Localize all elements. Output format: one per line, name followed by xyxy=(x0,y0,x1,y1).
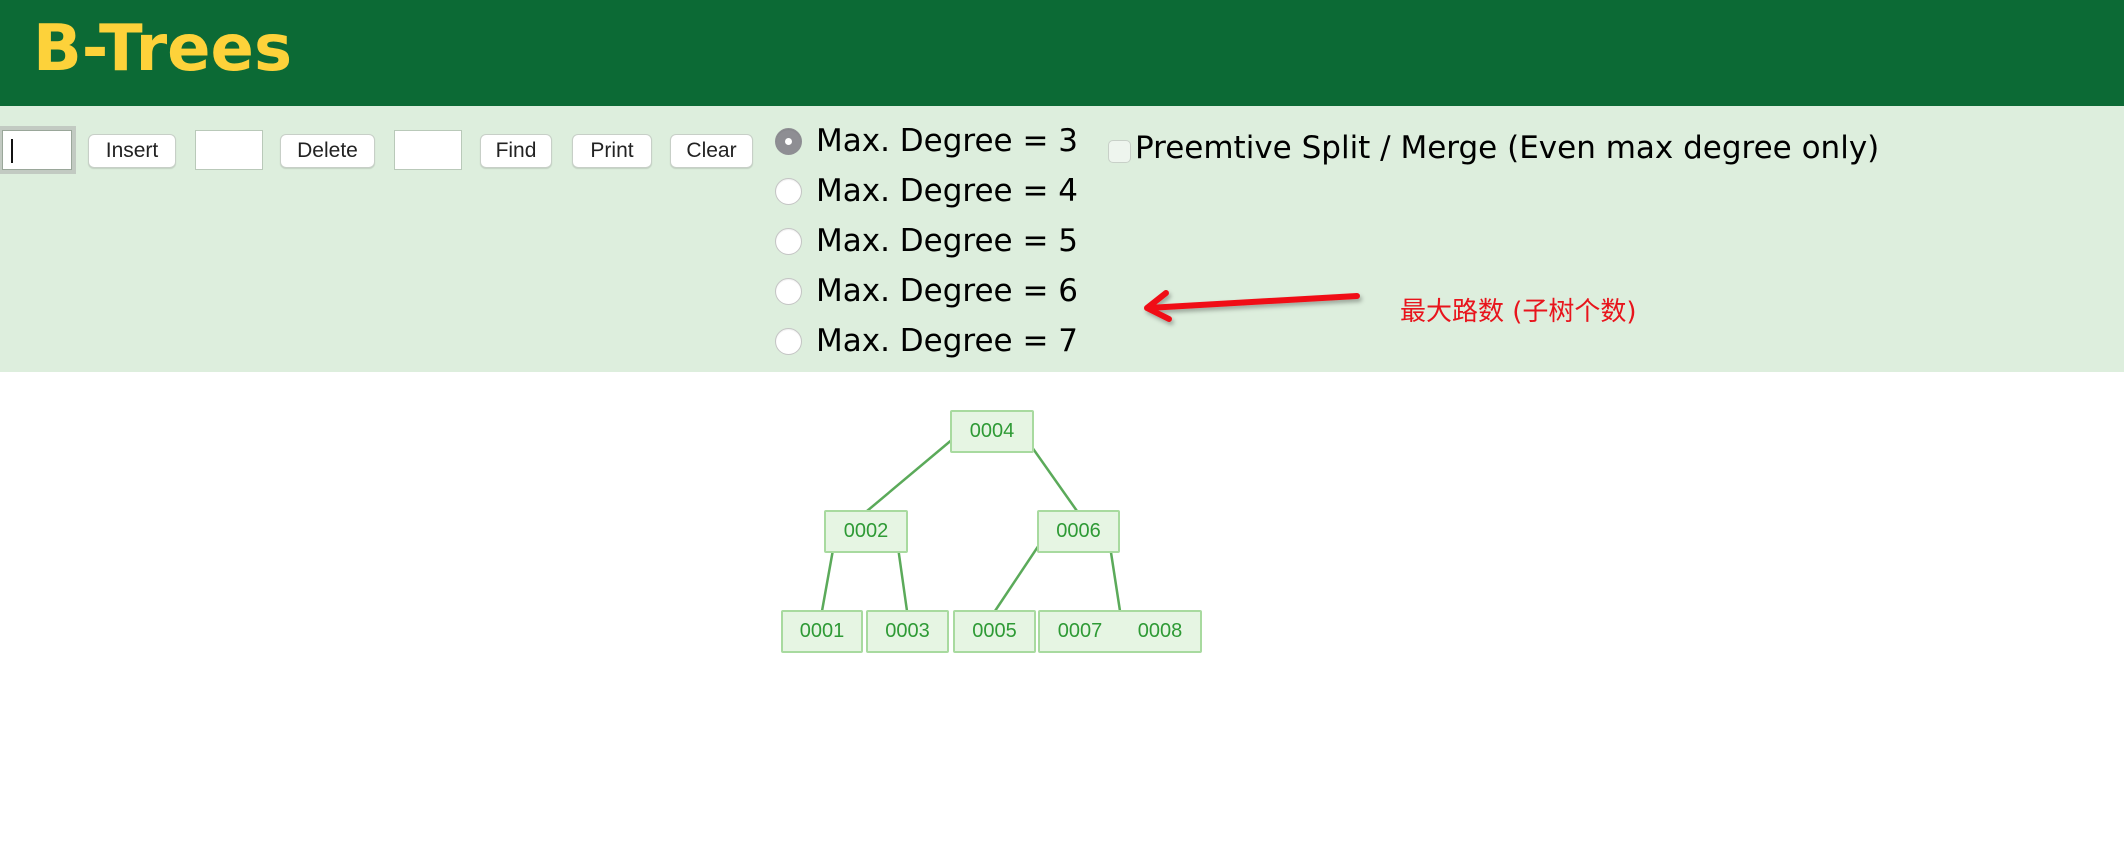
degree-label: Max. Degree = 3 xyxy=(816,123,1079,159)
node-key: 0003 xyxy=(885,620,930,642)
page-title: B-Trees xyxy=(33,12,293,86)
clear-button[interactable]: Clear xyxy=(670,134,753,168)
tree-node-root: 0004 xyxy=(950,410,1034,453)
node-key: 0008 xyxy=(1137,620,1183,642)
text-caret xyxy=(11,139,13,163)
degree-option-3[interactable]: Max. Degree = 3 xyxy=(775,119,1078,163)
node-key: 0006 xyxy=(1056,520,1101,542)
radio-degree-7[interactable] xyxy=(775,327,802,355)
tree-node-internal: 0002 xyxy=(824,510,908,553)
find-input[interactable] xyxy=(394,130,462,170)
annotation-text: 最大路数 (子树个数) xyxy=(1400,297,1637,327)
node-key: 0001 xyxy=(799,620,845,642)
print-button[interactable]: Print xyxy=(572,134,652,168)
find-button[interactable]: Find xyxy=(480,134,552,168)
degree-option-4[interactable]: Max. Degree = 4 xyxy=(775,169,1078,213)
tree-node-internal: 0006 xyxy=(1037,510,1120,553)
degree-label: Max. Degree = 5 xyxy=(816,223,1079,259)
delete-input[interactable] xyxy=(195,130,263,170)
insert-button[interactable]: Insert xyxy=(88,134,176,168)
tree-node-leaf: 0001 xyxy=(781,610,863,653)
degree-option-5[interactable]: Max. Degree = 5 xyxy=(775,219,1078,263)
tree-node-leaf: 0007 0008 xyxy=(1038,610,1202,653)
degree-label: Max. Degree = 6 xyxy=(816,273,1079,309)
delete-button[interactable]: Delete xyxy=(280,134,375,168)
degree-label: Max. Degree = 7 xyxy=(816,323,1079,359)
preemptive-split-checkbox[interactable] xyxy=(1108,140,1131,163)
radio-degree-6[interactable] xyxy=(775,277,802,305)
radio-degree-4[interactable] xyxy=(775,177,802,205)
degree-option-6[interactable]: Max. Degree = 6 xyxy=(775,269,1078,313)
node-key: 0002 xyxy=(843,520,889,542)
degree-label: Max. Degree = 4 xyxy=(816,173,1079,209)
node-key: 0004 xyxy=(969,420,1015,442)
preemptive-split-label[interactable]: Preemtive Split / Merge (Even max degree… xyxy=(1135,130,1880,166)
insert-input[interactable] xyxy=(2,130,72,170)
node-key: 0005 xyxy=(972,620,1017,642)
page-header: B-Trees xyxy=(0,0,2124,106)
radio-degree-5[interactable] xyxy=(775,227,802,255)
radio-degree-3[interactable] xyxy=(775,127,802,155)
degree-option-7[interactable]: Max. Degree = 7 xyxy=(775,319,1078,363)
node-key: 0007 xyxy=(1057,620,1103,642)
tree-node-leaf: 0003 xyxy=(866,610,949,653)
tree-node-leaf: 0005 xyxy=(953,610,1036,653)
